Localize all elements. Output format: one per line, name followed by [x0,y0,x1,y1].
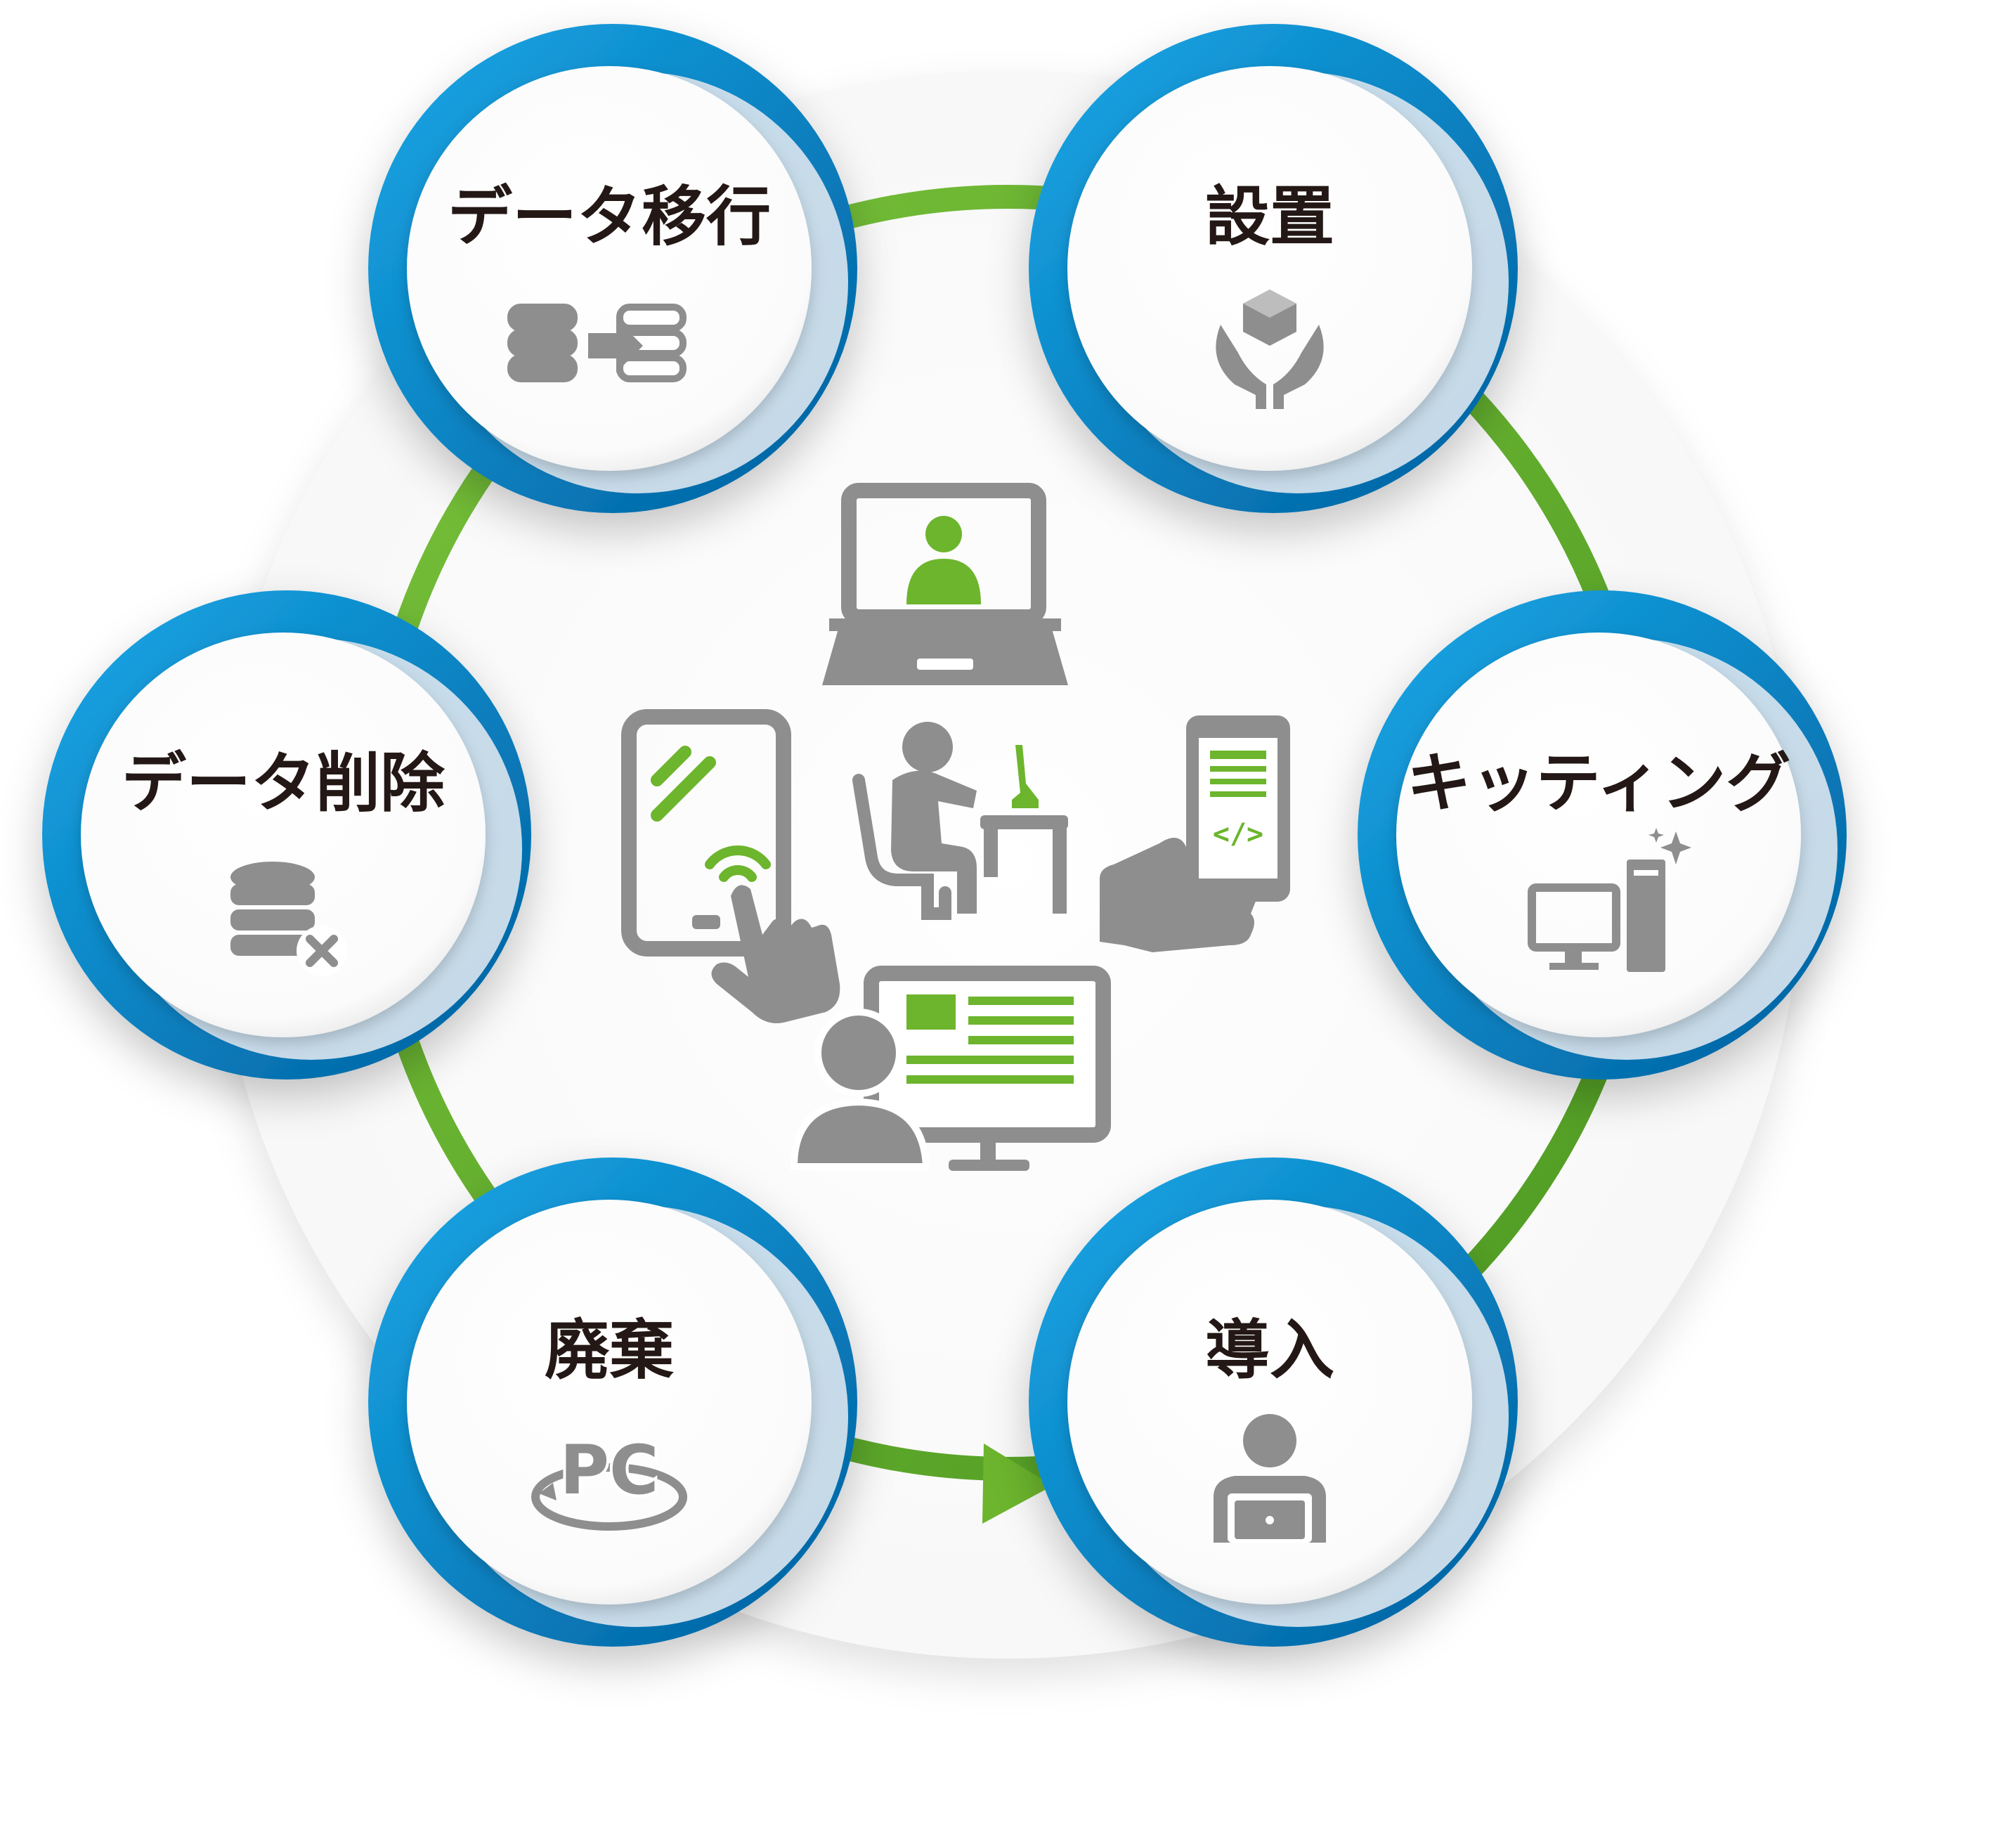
center-illustration: </> [621,483,1290,1171]
stage-label: データ削除 [122,746,446,821]
stage-inner-disc [1396,633,1801,1037]
hands-box-icon [1216,290,1324,409]
stage-label: 導入 [1205,1313,1334,1388]
arrow-head-icon [982,1444,1053,1524]
stage-node: キッティング [1358,590,1847,1079]
stage-node: データ削除 [42,590,531,1079]
pc-recycle-icon: PC [531,1428,687,1531]
pc-badge-text: PC [560,1431,659,1510]
stage-inner-disc [1067,1200,1472,1604]
stage-inner-disc [407,1200,812,1604]
laptop-video-call-icon [822,483,1068,685]
svg-text:</>: </> [1213,818,1263,850]
stage-node: 設置 [1029,24,1518,513]
stage-inner-disc [1067,66,1472,471]
stage-node: データ移行 [368,24,857,513]
stage-inner-disc [407,66,812,471]
stage-label: データ移行 [448,179,771,254]
desk-worker-icon [852,722,1068,920]
stage-label: キッティング [1407,746,1790,821]
stage-inner-disc [81,633,486,1037]
computer-setup-sparkle-icon [1528,828,1691,972]
tablet-touch-icon [621,709,840,1023]
database-delete-icon [230,862,347,976]
smartphone-code-icon: </> [1100,715,1290,952]
stage-node: 廃棄 PC [368,1158,857,1647]
monitor-user-icon [790,966,1111,1171]
stage-label: 廃棄 [545,1313,674,1388]
person-laptop-icon [1214,1414,1326,1543]
database-transfer-icon [507,304,687,382]
stage-node: 導入 [1029,1158,1518,1647]
stage-label: 設置 [1205,179,1334,254]
